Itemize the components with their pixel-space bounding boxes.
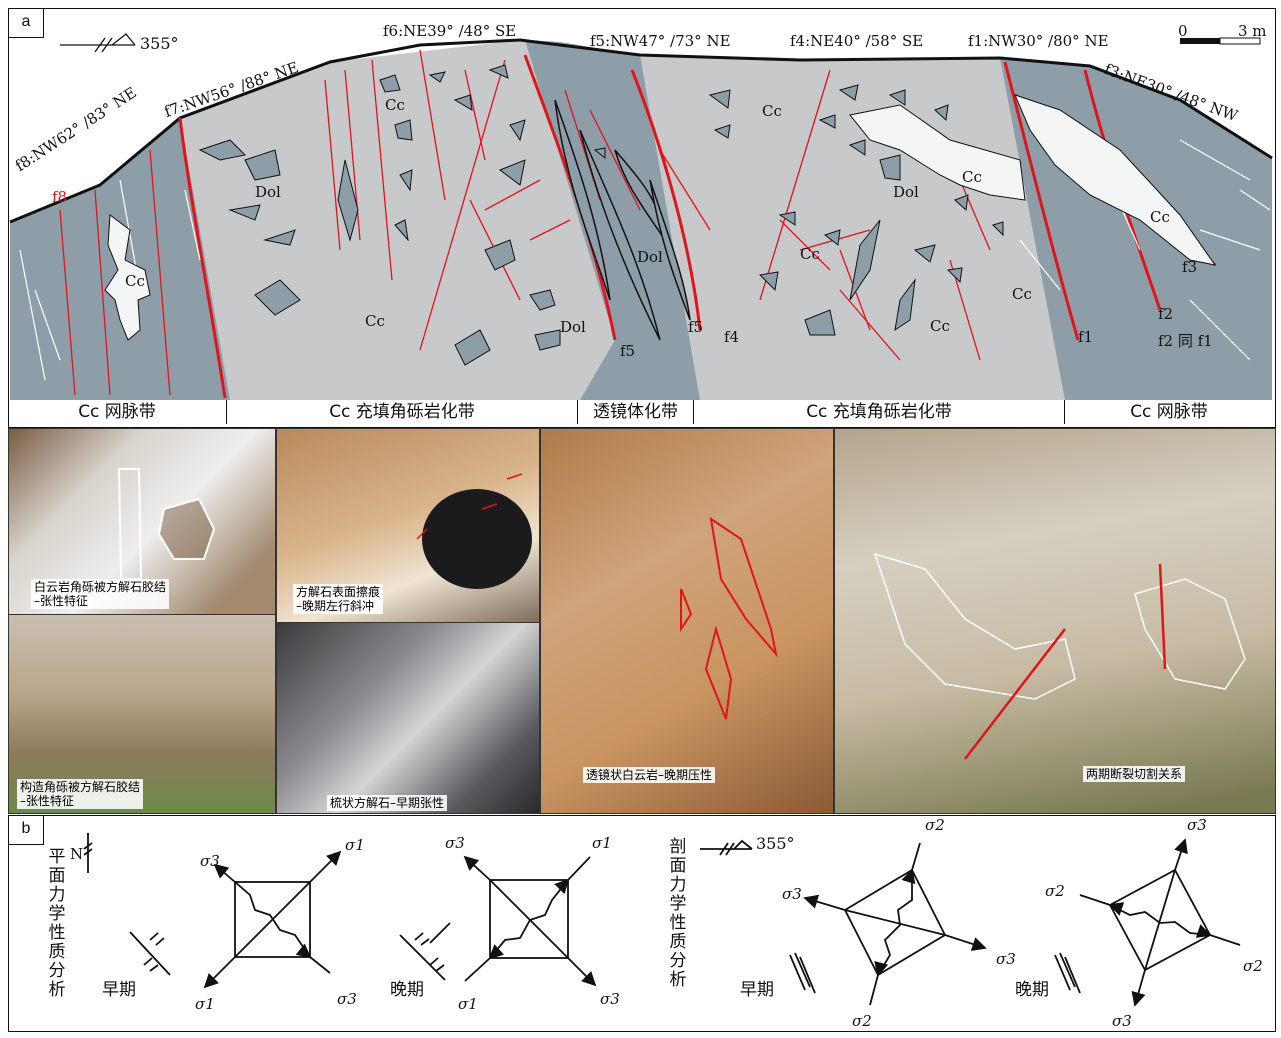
- photo-tectonic-breccia: 构造角砾被方解石胶结 –张性特征: [8, 614, 276, 814]
- photo-caption: 方解石表面擦痕 –晚期左行斜冲: [293, 584, 384, 614]
- orientation-label: 355°: [140, 34, 179, 53]
- section-late-sigma3: σ3: [1112, 1012, 1132, 1030]
- calcite-vein-left: [104, 214, 151, 341]
- plane-early-sigma1: σ1: [345, 836, 365, 854]
- section-analysis-title: 剖面力学性质分析: [669, 837, 687, 990]
- section-early-sigma3: σ3: [996, 950, 1016, 968]
- plane-analysis-title: 平面力学性质分析: [48, 847, 66, 1000]
- label-f8: f8: [52, 188, 68, 206]
- fault-f1: [1003, 61, 1080, 341]
- section-orientation: 355°: [756, 834, 795, 853]
- zone-breccia-right: Cc 充填角砾岩化带: [694, 400, 1065, 424]
- photo-dolomite-breccia: 白云岩角砾被方解石胶结 –张性特征: [8, 428, 276, 615]
- scale-bar: [1180, 37, 1261, 45]
- plane-early-label: 早期: [102, 980, 136, 1000]
- label-cc: Cc: [800, 245, 820, 263]
- label-dol: Dol: [560, 318, 586, 336]
- zone-left-network: Cc 网脉带: [8, 400, 227, 424]
- section-late-sigma2: σ2: [1243, 957, 1263, 975]
- dolomite-lens-2: [579, 129, 661, 341]
- scale-end: 3 m: [1238, 22, 1267, 40]
- cross-section-drawing: [9, 33, 1273, 400]
- photo-caption: 构造角砾被方解石胶结 –张性特征: [17, 779, 144, 809]
- label-f3: f3: [1182, 258, 1198, 276]
- label-dol: Dol: [255, 183, 281, 201]
- photo-two-stage-faults: 两期断裂切割关系: [834, 428, 1276, 814]
- orientation-symbol: [60, 33, 136, 53]
- calcite-vein-right: [1014, 94, 1217, 266]
- label-f5: f5: [620, 342, 636, 360]
- photo-calcite-striation: 方解石表面擦痕 –晚期左行斜冲: [276, 428, 540, 624]
- section-late-sigma3: σ3: [1187, 816, 1207, 834]
- zone-right-network: Cc 网脉带: [1130, 402, 1208, 422]
- section-early-label: 早期: [740, 980, 774, 1000]
- section-early-sigma2: σ2: [925, 816, 945, 834]
- label-cc: Cc: [1012, 285, 1032, 303]
- photo-lens-dolomite: 透镜状白云岩–晚期压性: [540, 428, 834, 814]
- fault-label-f4: f4:NE40° /58° SE: [790, 32, 924, 50]
- photo-caption: 两期断裂切割关系: [1083, 766, 1186, 782]
- dolomite-lens-1: [554, 99, 611, 301]
- label-cc: Cc: [1150, 208, 1170, 226]
- plane-early-sigma3: σ3: [200, 852, 220, 870]
- fault-f5-right: [630, 69, 702, 331]
- section-late-label: 晚期: [1015, 980, 1049, 1000]
- label-f1: f1: [1078, 328, 1094, 346]
- north-label: N: [70, 845, 84, 863]
- fault-label-f5: f5:NW47° /73° NE: [590, 32, 731, 50]
- scale-zero: 0: [1178, 22, 1188, 40]
- plane-early-sigma3: σ3: [337, 990, 357, 1008]
- section-early-sigma3: σ3: [782, 885, 802, 903]
- label-cc: Cc: [385, 96, 405, 114]
- plane-late-sigma3: σ3: [445, 834, 465, 852]
- calcite-lens-center: [849, 104, 1026, 201]
- dolomite-lens-4: [649, 179, 691, 321]
- panel-b: [8, 815, 1276, 1032]
- section-late-sigma2: σ2: [1045, 882, 1065, 900]
- label-f4: f4: [724, 328, 740, 346]
- panel-a: [8, 8, 1276, 428]
- stress-diagrams: [83, 833, 1241, 1007]
- label-cc: Cc: [962, 168, 982, 186]
- plane-late-sigma1: σ1: [458, 995, 478, 1013]
- label-dol: Dol: [637, 248, 663, 266]
- photo-caption: 白云岩角砾被方解石胶结 –张性特征: [31, 579, 170, 609]
- label-f5: f5: [688, 318, 704, 336]
- photo-caption: 透镜状白云岩–晚期压性: [583, 767, 716, 783]
- label-f2: f2: [1158, 305, 1174, 323]
- label-cc: Cc: [365, 312, 385, 330]
- label-f2-same-f1: f2 同 f1: [1158, 332, 1213, 350]
- fault-label-f6: f6:NE39° /48° SE: [383, 22, 517, 40]
- zone-breccia-left: Cc 充填角砾岩化带: [227, 400, 578, 424]
- plane-late-sigma1: σ1: [592, 834, 612, 852]
- fault-f7: [178, 117, 227, 399]
- panel-a-letter: a: [8, 8, 44, 38]
- label-cc: Cc: [125, 272, 145, 290]
- zone-lens: 透镜体化带: [578, 400, 694, 424]
- plane-early-sigma1: σ1: [195, 995, 215, 1013]
- label-dol: Dol: [893, 183, 919, 201]
- plane-late-label: 晚期: [390, 980, 424, 1000]
- panel-b-letter: b: [8, 815, 44, 845]
- fault-label-f1: f1:NW30° /80° NE: [968, 32, 1109, 50]
- label-cc: Cc: [762, 102, 782, 120]
- plane-late-sigma3: σ3: [600, 990, 620, 1008]
- ground-surface: [9, 38, 1273, 224]
- section-early-sigma2: σ2: [852, 1012, 872, 1030]
- label-cc: Cc: [930, 317, 950, 335]
- photo-comb-calcite: 梳状方解石–早期张性: [276, 622, 540, 814]
- photo-caption: 梳状方解石–早期张性: [327, 795, 448, 811]
